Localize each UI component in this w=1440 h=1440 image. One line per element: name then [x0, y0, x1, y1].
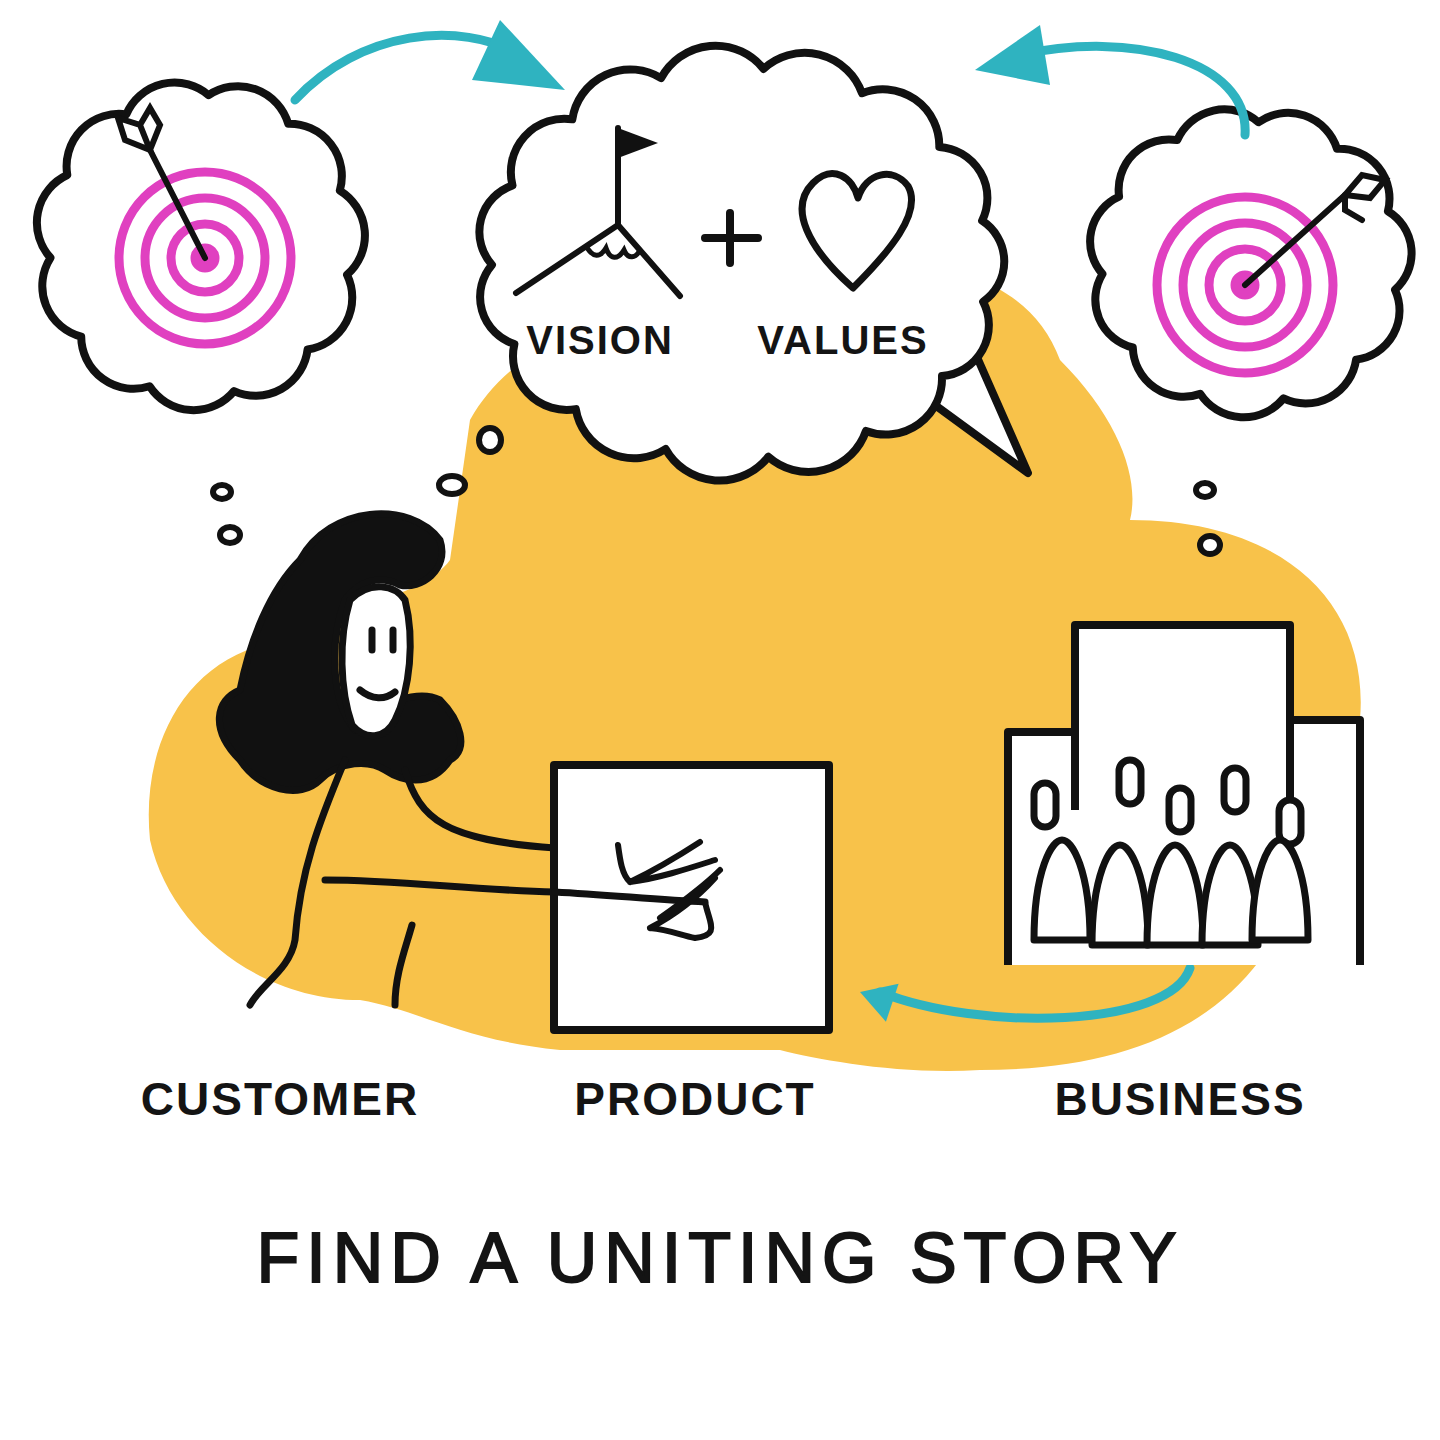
customer-figure: [219, 514, 555, 1005]
illustration-stroke: [479, 428, 501, 452]
illustration-stroke: [369, 630, 376, 650]
thought-cloud: [37, 83, 365, 411]
snow-cap: [586, 246, 640, 257]
arrowhead: [860, 984, 899, 1022]
illustration-stroke: [1245, 195, 1345, 285]
illustration-stroke: [150, 150, 205, 258]
face: [342, 587, 410, 736]
illustration-stroke: [118, 108, 160, 150]
dart-right: [1245, 175, 1385, 285]
hand: [618, 842, 720, 938]
illustration-stroke: [472, 20, 565, 90]
person-head: [1169, 788, 1191, 832]
illustration-stroke: [220, 527, 240, 543]
illustration-stroke: [1345, 175, 1385, 220]
illustration-stroke: [325, 880, 555, 892]
illustration-stroke: [405, 770, 555, 848]
business-building-outline: [990, 610, 1370, 1145]
person-body: [1092, 845, 1148, 945]
illustration-stroke: [390, 630, 397, 650]
flag: [618, 128, 658, 158]
illustration-stroke: [1020, 46, 1245, 135]
person-body: [1252, 840, 1308, 940]
product-box: PRODUCT: [530, 750, 860, 1145]
business-building: BUSINESS: [990, 610, 1370, 1145]
actor-label: CUSTOMER: [141, 1072, 419, 1126]
person-body: [1034, 840, 1090, 940]
product-label: PRODUCT: [574, 1072, 815, 1126]
person-body: [1147, 845, 1203, 945]
product-square: [554, 765, 829, 1030]
person-head: [1034, 783, 1056, 827]
dart-left: [118, 108, 205, 258]
illustration-stroke: [975, 25, 1050, 85]
cloud-outline: [479, 46, 1004, 481]
thought-cloud: VISION VALUES: [468, 18, 1013, 513]
thought-cloud-outline: [468, 18, 1013, 513]
person-head: [1119, 760, 1141, 804]
business-label: BUSINESS: [1054, 1072, 1305, 1126]
plus-sign: [705, 213, 758, 263]
illustration-stroke: [1200, 536, 1220, 554]
heart: [802, 174, 911, 288]
values-label: VALUES: [757, 318, 928, 363]
mountain: [516, 225, 680, 296]
connector: [880, 968, 1190, 1018]
illustration-stroke: [439, 476, 465, 494]
building-outline: [1008, 625, 1360, 965]
vision-label: VISION: [526, 318, 674, 363]
hair: [219, 514, 461, 791]
illustration-stroke: [360, 690, 395, 698]
illustration-stroke: [395, 925, 412, 1005]
thought-cloud: [1090, 109, 1411, 417]
illustration-stroke: [1196, 483, 1214, 497]
diagram-title: FIND A UNITING STORY: [257, 1218, 1184, 1298]
illustration-stroke: [213, 485, 231, 499]
person-head: [1224, 768, 1246, 812]
